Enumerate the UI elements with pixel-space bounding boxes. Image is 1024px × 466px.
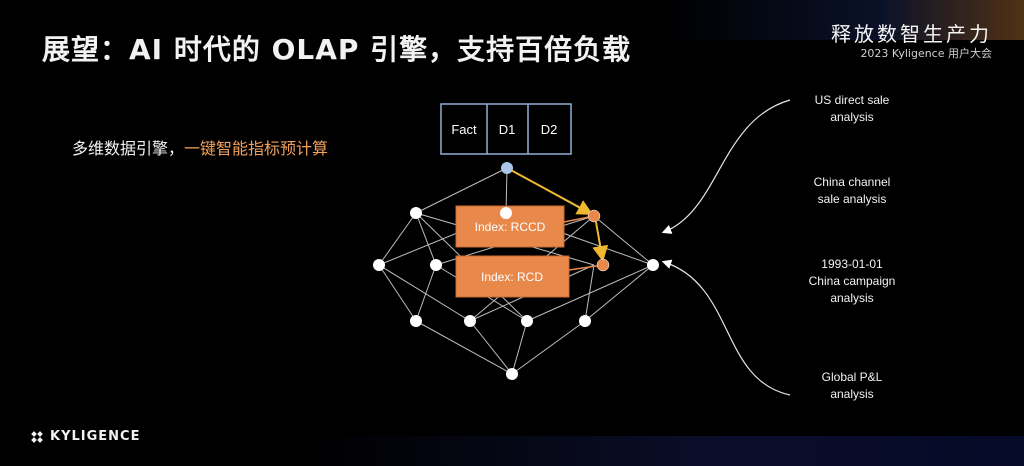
highlighted-node-rcd [596, 258, 610, 272]
lattice-nodes [373, 162, 659, 380]
lattice-node [410, 207, 422, 219]
cube-table: Fact D1 D2 [440, 103, 572, 155]
analysis-arrows [661, 99, 791, 396]
analysis-3-line-3: analysis [830, 291, 873, 305]
brand-title: 释放数智生产力 [831, 22, 992, 46]
lattice-node [647, 259, 659, 271]
cube-cell-d2: D2 [541, 122, 558, 137]
cube-cell-fact: Fact [451, 122, 477, 137]
lattice-node [373, 259, 385, 271]
analysis-1-line-1: US direct sale [815, 93, 890, 107]
analysis-3-line-2: China campaign [809, 274, 896, 288]
index-rccd-label: Index: RCCD [475, 220, 546, 234]
lattice-node [430, 259, 442, 271]
kyligence-mark-icon [31, 430, 43, 443]
footer-glow [0, 436, 1024, 466]
lattice-node [579, 315, 591, 327]
page-title: 展望：AI 时代的 OLAP 引擎，支持百倍负载 [42, 33, 632, 66]
analysis-1-line-2: analysis [830, 110, 873, 124]
root-node [501, 162, 513, 174]
query-path [506, 167, 609, 262]
lattice-node [464, 315, 476, 327]
lattice-node [410, 315, 422, 327]
subheading: 多维数据引擎，一键智能指标预计算 [72, 135, 328, 159]
lattice-node [506, 368, 518, 380]
analysis-labels: US direct sale analysis China channel sa… [809, 93, 896, 401]
index-rcd-label: Index: RCD [481, 270, 543, 284]
lattice-node [500, 207, 512, 219]
kyligence-logo: KYLIGENCE [30, 429, 140, 444]
analysis-3-line-1: 1993-01-01 [821, 257, 883, 271]
analysis-2-line-2: sale analysis [818, 192, 887, 206]
index-rcd: Index: RCD [455, 255, 570, 298]
lattice-node [521, 315, 533, 327]
subheading-highlight: 一键智能指标预计算 [184, 139, 329, 158]
header-glow [664, 0, 1024, 40]
analysis-4-line-2: analysis [830, 387, 873, 401]
brand-subtitle: 2023 Kyligence 用户大会 [860, 47, 992, 60]
analysis-2-line-1: China channel [814, 175, 891, 189]
cube-cell-d1: D1 [499, 122, 516, 137]
subheading-plain: 多维数据引擎， [72, 139, 185, 158]
logo-text: KYLIGENCE [50, 429, 141, 444]
analysis-4-line-1: Global P&L [822, 370, 883, 384]
highlighted-node-rccd [587, 209, 601, 223]
